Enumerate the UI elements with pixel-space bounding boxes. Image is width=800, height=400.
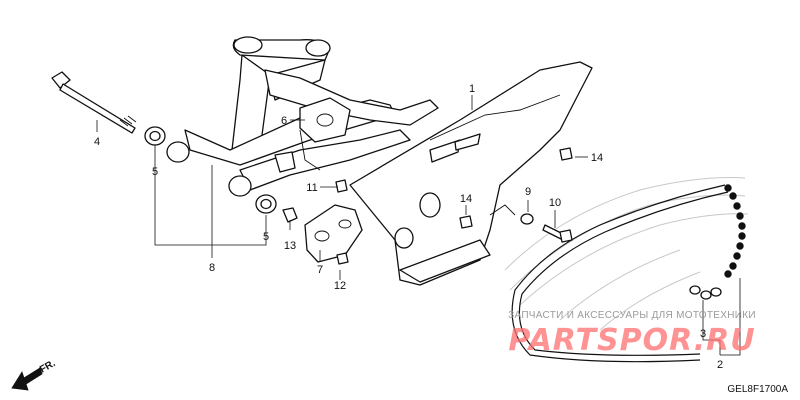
arrow-icon bbox=[11, 367, 43, 391]
callout-8: 8 bbox=[209, 262, 215, 274]
chain-case bbox=[349, 61, 593, 286]
callout-5b: 5 bbox=[263, 231, 269, 243]
callout-9: 9 bbox=[525, 186, 531, 198]
callout-3: 3 bbox=[700, 328, 706, 340]
callout-14a: 14 bbox=[591, 152, 603, 164]
callout-6: 6 bbox=[281, 115, 287, 127]
chain-slider bbox=[304, 204, 363, 263]
bushings bbox=[144, 126, 277, 214]
leader-lines bbox=[96, 95, 741, 356]
diagram-code: GEL8F1700A bbox=[727, 384, 788, 395]
callout-labels: 1 2 3 4 5 5 6 7 8 9 10 11 12 13 14 14 bbox=[94, 83, 723, 371]
watermark: ЗАПЧАСТИ И АКСЕССУАРЫ ДЛЯ МОТОТЕХНИКИ PA… bbox=[508, 310, 756, 358]
callout-14b: 14 bbox=[460, 193, 472, 205]
direction-label: FR. bbox=[38, 358, 58, 376]
bracket bbox=[299, 97, 351, 143]
small-hardware bbox=[282, 179, 349, 265]
front-direction-indicator: FR. bbox=[11, 358, 58, 391]
callout-4: 4 bbox=[94, 136, 100, 148]
drive-chain bbox=[511, 184, 746, 363]
callout-12: 12 bbox=[334, 280, 346, 292]
callout-2: 2 bbox=[717, 359, 723, 371]
callout-11: 11 bbox=[306, 182, 317, 194]
callout-5a: 5 bbox=[152, 166, 158, 178]
pivot-bolt bbox=[51, 71, 137, 134]
watermark-site: PARTSPOR.RU bbox=[508, 323, 755, 358]
honda-wing-watermark bbox=[504, 177, 749, 331]
watermark-tagline: ЗАПЧАСТИ И АКСЕССУАРЫ ДЛЯ МОТОТЕХНИКИ bbox=[508, 310, 756, 321]
callout-1: 1 bbox=[469, 83, 475, 95]
callout-10: 10 bbox=[549, 197, 561, 209]
callout-13: 13 bbox=[284, 240, 296, 252]
callout-7: 7 bbox=[317, 264, 323, 276]
